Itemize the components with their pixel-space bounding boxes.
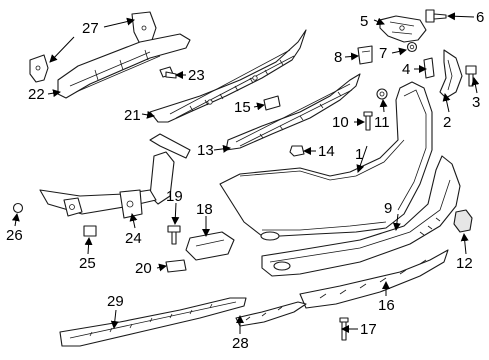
part-1-bumper-cover <box>219 81 433 241</box>
callout-leaders <box>11 12 480 334</box>
part-28-trim <box>235 301 307 327</box>
callout-1: 1 <box>355 146 363 163</box>
callout-26: 26 <box>6 227 23 244</box>
callout-21: 21 <box>124 107 141 124</box>
callout-19: 19 <box>166 188 183 205</box>
part-16-diffuser <box>299 249 449 309</box>
part-tow-hitch <box>39 133 191 219</box>
part-21-energy-absorber <box>149 29 307 123</box>
part-4-bracket <box>423 57 435 79</box>
part-20-clip <box>165 259 187 273</box>
callout-4: 4 <box>402 61 410 78</box>
part-2-guide <box>439 49 463 99</box>
part-18-cover <box>185 231 235 261</box>
callout-5: 5 <box>360 13 368 30</box>
part-10-screw <box>363 111 373 131</box>
callout-27: 27 <box>82 20 99 37</box>
callout-28: 28 <box>232 335 249 352</box>
part-15-absorber <box>225 73 361 151</box>
part-29-scuff-plate <box>59 297 247 347</box>
callout-18: 18 <box>196 201 213 218</box>
callout-13: 13 <box>197 142 214 159</box>
part-11-pin <box>376 88 388 100</box>
callout-2: 2 <box>443 114 451 131</box>
part-23-bolt <box>159 66 177 79</box>
part-7-nut <box>406 41 418 53</box>
callout-23: 23 <box>188 67 205 84</box>
part-12-reflector <box>453 209 473 233</box>
callout-12: 12 <box>456 255 473 272</box>
callout-17: 17 <box>360 321 377 338</box>
callout-3: 3 <box>472 94 480 111</box>
part-14-nut <box>289 145 305 157</box>
part-26-bolt <box>12 202 24 214</box>
callout-6: 6 <box>476 9 484 26</box>
callout-10: 10 <box>332 114 349 131</box>
part-8-clip <box>357 45 373 65</box>
callout-20: 20 <box>135 260 152 277</box>
part-19-screw <box>167 225 181 245</box>
part-9-valance <box>261 155 461 277</box>
callout-labels: 1 2 3 4 5 6 7 8 9 10 11 12 13 14 15 16 1… <box>6 9 484 352</box>
callout-15: 15 <box>234 99 251 116</box>
callout-29: 29 <box>107 293 124 310</box>
callout-25: 25 <box>79 255 96 272</box>
callout-22: 22 <box>28 86 45 103</box>
callout-8: 8 <box>334 49 342 66</box>
part-22-impact-bar <box>57 33 191 99</box>
part-27-brackets <box>29 11 157 83</box>
callout-9: 9 <box>384 200 392 217</box>
callout-16: 16 <box>378 297 395 314</box>
part-6-screw <box>425 9 447 23</box>
callout-24: 24 <box>125 230 142 247</box>
part-5-bracket <box>379 15 427 43</box>
part-25-nut <box>83 225 97 237</box>
callout-7: 7 <box>379 45 387 62</box>
callout-14: 14 <box>318 143 335 160</box>
callout-11: 11 <box>374 114 390 131</box>
